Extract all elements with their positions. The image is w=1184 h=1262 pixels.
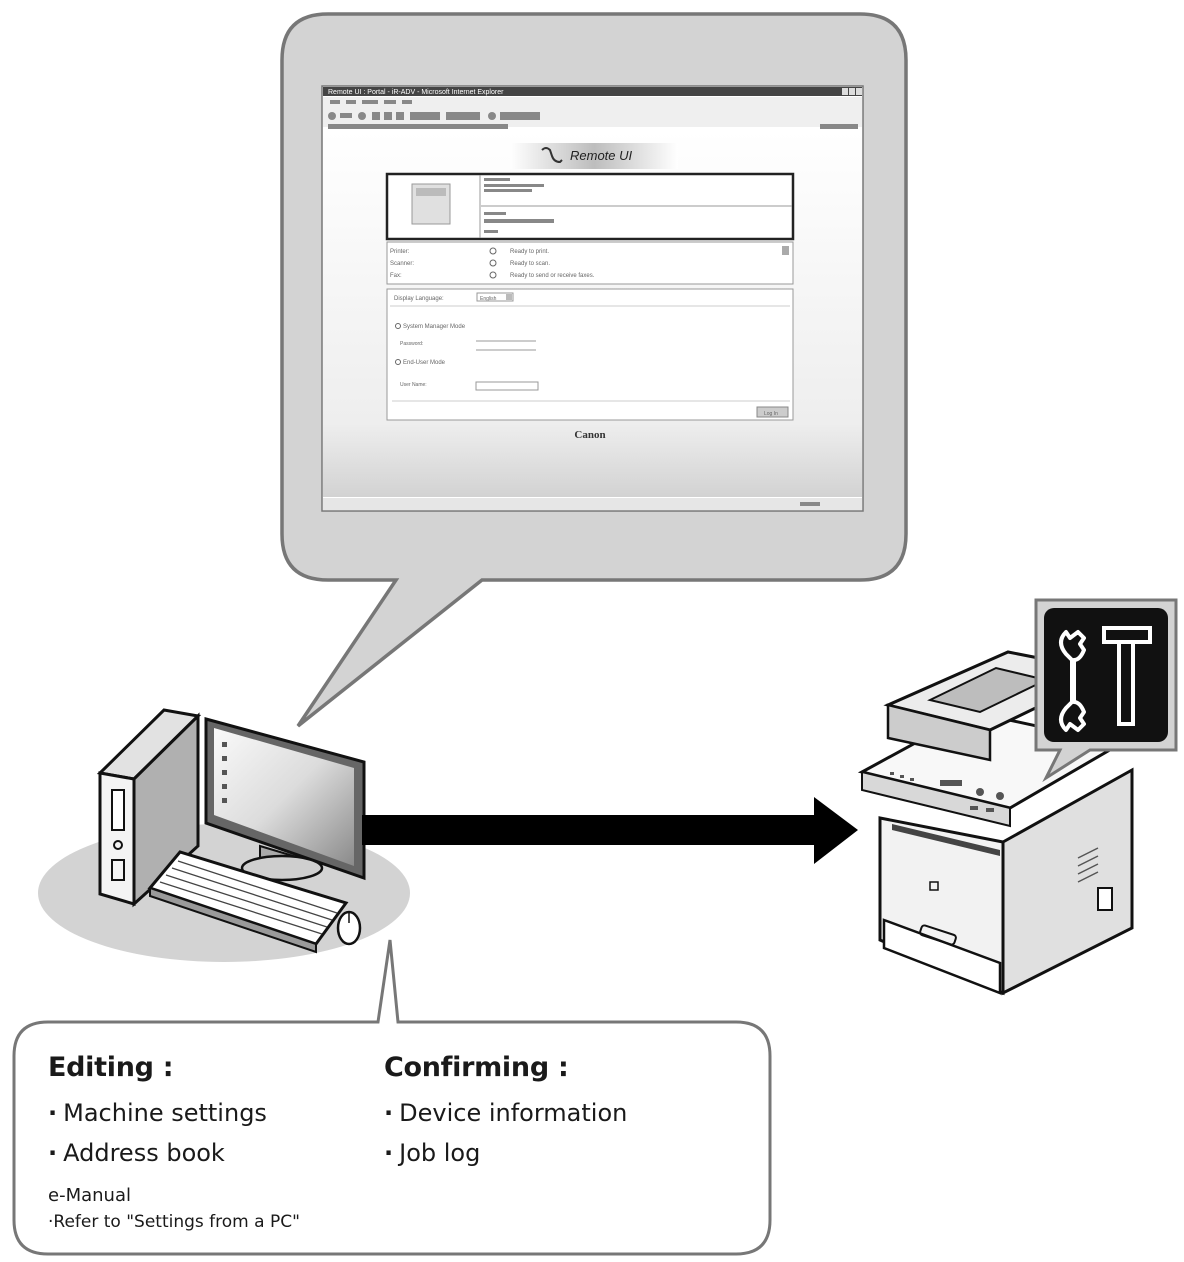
system-manager-radio[interactable] <box>395 323 401 329</box>
connection-arrow <box>362 797 858 864</box>
end-user-mode: End-User Mode <box>403 360 446 366</box>
status-value-printer: Ready to print. <box>510 249 549 255</box>
status-value-scanner: Ready to scan. <box>510 261 550 267</box>
editing-item-address-book: Address book <box>48 1133 267 1173</box>
browser-window: Remote UI : Portal - iR-ADV - Microsoft … <box>321 85 864 512</box>
system-manager-mode: System Manager Mode <box>403 324 466 330</box>
confirming-item-job-log: Job log <box>384 1133 627 1173</box>
canon-brand: Canon <box>574 429 605 441</box>
manual-note: Refer to "Settings from a PC" <box>48 1212 300 1232</box>
display-language-label: Display Language: <box>394 296 444 302</box>
status-label-scanner: Scanner: <box>390 261 414 267</box>
login-button-label: Log In <box>764 411 778 417</box>
status-value-fax: Ready to send or receive faxes. <box>510 273 595 279</box>
info-text: Editing : Machine settings Address book … <box>12 1022 770 1254</box>
status-label-fax: Fax: <box>390 273 402 279</box>
settings-callout <box>1034 598 1178 783</box>
user-name-label: User Name: <box>400 382 427 388</box>
editing-heading: Editing : <box>48 1052 174 1083</box>
language-select-value: English <box>480 296 497 302</box>
browser-title: Remote UI : Portal - iR-ADV - Microsoft … <box>328 89 504 96</box>
status-label-printer: Printer: <box>390 249 410 255</box>
printer <box>857 650 1134 996</box>
remote-ui-title: Remote UI <box>570 148 633 163</box>
confirming-heading: Confirming : <box>384 1052 569 1083</box>
end-user-radio[interactable] <box>395 359 401 365</box>
wrench-icon <box>1059 630 1086 732</box>
login-button[interactable] <box>756 406 789 418</box>
hammer-icon <box>1102 626 1152 726</box>
language-select[interactable] <box>476 292 514 302</box>
manual-title: e-Manual <box>48 1185 131 1206</box>
confirming-column: Confirming : Device information Job log <box>384 1052 627 1173</box>
computer <box>38 708 410 962</box>
user-name-input[interactable] <box>475 381 539 391</box>
confirming-item-device-information: Device information <box>384 1093 627 1133</box>
editing-item-machine-settings: Machine settings <box>48 1093 267 1133</box>
manual-reference: e-Manual Refer to "Settings from a PC" <box>48 1185 300 1232</box>
password-label: Password: <box>400 341 423 347</box>
editing-list: Machine settings Address book <box>48 1093 267 1173</box>
confirming-list: Device information Job log <box>384 1093 627 1173</box>
editing-column: Editing : Machine settings Address book <box>48 1052 267 1173</box>
